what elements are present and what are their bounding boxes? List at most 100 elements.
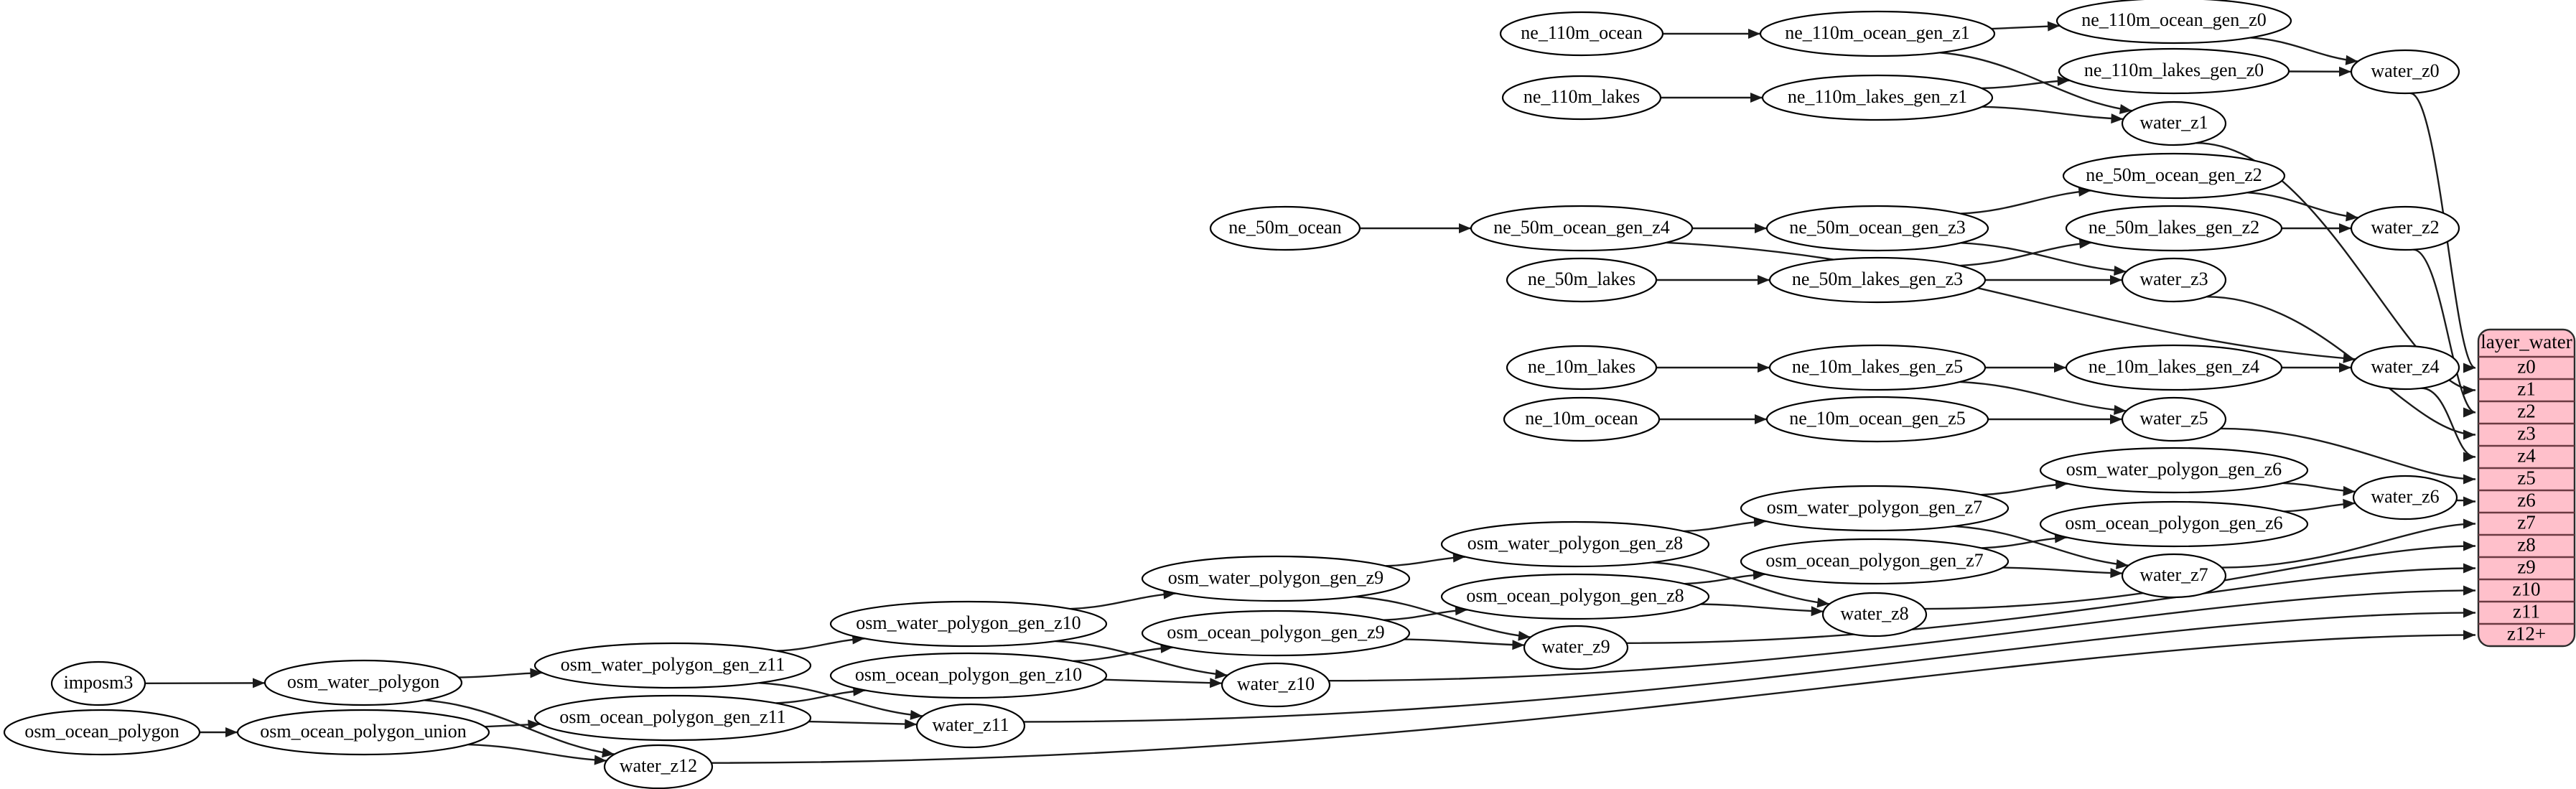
node-ne_10m_lakes[interactable]: ne_10m_lakes [1506,345,1658,391]
node-osm_ocean_polygon_union[interactable]: osm_ocean_polygon_union [236,709,490,756]
node-shape [1740,485,2010,532]
edge-osm_ocean_polygon_gen_z9-to-osm_ocean_polygon_gen_z8 [1383,605,1468,621]
node-ne_110m_lakes_gen_z1[interactable]: ne_110m_lakes_gen_z1 [1761,74,1994,121]
node-water_z1[interactable]: water_z1 [2121,101,2227,146]
edge-osm_ocean_polygon-to-osm_ocean_polygon_union [200,727,238,737]
node-shape [2121,553,2227,599]
node-ne_50m_ocean_gen_z4[interactable]: ne_50m_ocean_gen_z4 [1470,205,1694,252]
edge-arrowhead [2054,363,2066,373]
node-water_z8[interactable]: water_z8 [1821,592,1928,638]
edge-water_z6-to-layer_water-z6 [2456,496,2476,507]
node-osm_water_polygon[interactable]: osm_water_polygon [263,659,463,706]
node-water_z5[interactable]: water_z5 [2121,396,2227,442]
edge-path [1980,482,2068,496]
node-osm_ocean_polygon_gen_z8[interactable]: osm_ocean_polygon_gen_z8 [1440,573,1710,620]
node-shape [2065,344,2283,391]
record-node-layer-water[interactable]: layer_waterz0z1z2z3z4z5z6z7z8z9z10z11z12… [2477,328,2576,648]
node-osm_ocean_polygon_gen_z11[interactable]: osm_ocean_polygon_gen_z11 [533,694,812,742]
record-row-z3[interactable]: z3 [2517,423,2535,444]
record-row-z7[interactable]: z7 [2517,512,2535,533]
node-label: osm_ocean_polygon [24,721,179,742]
edge-arrowhead [2343,353,2356,363]
node-ne_50m_lakes[interactable]: ne_50m_lakes [1506,257,1658,303]
node-osm_water_polygon_gen_z7[interactable]: osm_water_polygon_gen_z7 [1740,485,2010,532]
node-osm_water_polygon_gen_z9[interactable]: osm_water_polygon_gen_z9 [1141,555,1411,602]
node-imposm3[interactable]: imposm3 [50,660,146,706]
node-water_z10[interactable]: water_z10 [1221,662,1331,708]
node-osm_water_polygon_gen_z6[interactable]: osm_water_polygon_gen_z6 [2039,447,2309,494]
node-water_z4[interactable]: water_z4 [2350,345,2460,391]
node-label: water_z4 [2371,356,2439,377]
node-label: osm_water_polygon_gen_z7 [1767,497,1982,518]
node-shape [1499,11,1664,57]
edge-arrowhead [1755,414,1767,424]
node-shape [915,703,1026,749]
node-ne_10m_lakes_gen_z5[interactable]: ne_10m_lakes_gen_z5 [1768,344,1987,391]
node-osm_ocean_polygon_gen_z6[interactable]: osm_ocean_polygon_gen_z6 [2039,500,2309,548]
node-water_z7[interactable]: water_z7 [2121,553,2227,599]
edge-ne_10m_ocean_gen_z5-to-water_z5 [1988,414,2122,424]
node-ne_110m_ocean_gen_z0[interactable]: ne_110m_ocean_gen_z0 [2055,0,2292,45]
edge-water_z11-to-layer_water-z11 [1023,607,2476,723]
edge-osm_ocean_polygon_gen_z9-to-water_z9 [1404,638,1525,650]
node-water_z11[interactable]: water_z11 [915,703,1026,749]
node-ne_50m_lakes_gen_z2[interactable]: ne_50m_lakes_gen_z2 [2065,205,2283,252]
record-row-z12plus[interactable]: z12+ [2507,623,2546,645]
node-water_z0[interactable]: water_z0 [2350,49,2460,95]
node-ne_10m_ocean[interactable]: ne_10m_ocean [1503,396,1661,442]
edge-arrowhead [528,719,541,730]
node-osm_ocean_polygon_gen_z9[interactable]: osm_ocean_polygon_gen_z9 [1141,610,1411,657]
node-shape [2350,345,2460,391]
node-osm_ocean_polygon[interactable]: osm_ocean_polygon [3,709,201,756]
node-water_z3[interactable]: water_z3 [2121,257,2227,303]
edge-arrowhead [910,709,923,720]
node-ne_50m_ocean[interactable]: ne_50m_ocean [1209,205,1361,251]
node-osm_water_polygon_gen_z10[interactable]: osm_water_polygon_gen_z10 [829,600,1108,648]
edge-path [424,699,615,755]
node-ne_50m_ocean_gen_z2[interactable]: ne_50m_ocean_gen_z2 [2062,152,2286,200]
node-ne_50m_ocean_gen_z3[interactable]: ne_50m_ocean_gen_z3 [1765,205,1989,252]
node-ne_110m_lakes[interactable]: ne_110m_lakes [1501,75,1662,121]
node-water_z12[interactable]: water_z12 [603,744,714,789]
edge-osm_ocean_polygon_union-to-water_z12 [468,743,607,765]
node-osm_ocean_polygon_gen_z10[interactable]: osm_ocean_polygon_gen_z10 [829,652,1108,699]
record-row-z11[interactable]: z11 [2513,601,2540,622]
node-ne_110m_ocean[interactable]: ne_110m_ocean [1499,11,1664,57]
record-row-z10[interactable]: z10 [2513,579,2541,600]
edge-arrowhead [2463,518,2475,529]
node-osm_ocean_polygon_gen_z7[interactable]: osm_ocean_polygon_gen_z7 [1740,538,2010,585]
node-label: water_z7 [2139,564,2208,585]
edge-osm_water_polygon_gen_z11-to-osm_water_polygon_gen_z10 [776,634,865,652]
node-ne_10m_lakes_gen_z4[interactable]: ne_10m_lakes_gen_z4 [2065,344,2283,391]
record-row-z9[interactable]: z9 [2517,556,2535,578]
node-label: water_z10 [1237,673,1315,694]
node-label: osm_water_polygon_gen_z11 [561,654,785,675]
node-ne_110m_lakes_gen_z0[interactable]: ne_110m_lakes_gen_z0 [2058,47,2290,95]
edge-ne_50m_ocean_gen_z2-to-water_z2 [2247,191,2358,222]
node-osm_water_polygon_gen_z11[interactable]: osm_water_polygon_gen_z11 [533,642,812,689]
node-label: osm_ocean_polygon_gen_z10 [855,664,1082,685]
node-ne_110m_ocean_gen_z1[interactable]: ne_110m_ocean_gen_z1 [1759,10,1996,57]
edge-path [459,671,543,678]
record-row-z2[interactable]: z2 [2517,401,2535,422]
record-row-z8[interactable]: z8 [2517,534,2535,556]
node-label: ne_50m_ocean_gen_z2 [2086,164,2262,185]
node-water_z6[interactable]: water_z6 [2352,475,2458,520]
edge-ne_10m_lakes-to-ne_10m_lakes_gen_z5 [1656,363,1770,373]
edge-path [1960,190,2091,215]
node-ne_10m_ocean_gen_z5[interactable]: ne_10m_ocean_gen_z5 [1765,396,1989,443]
node-water_z9[interactable]: water_z9 [1523,625,1629,671]
edge-arrowhead [1215,669,1228,680]
record-row-z0[interactable]: z0 [2517,356,2535,378]
edge-path [1626,567,2476,644]
node-water_z2[interactable]: water_z2 [2350,205,2460,251]
node-ne_50m_lakes_gen_z3[interactable]: ne_50m_lakes_gen_z3 [1768,256,1987,304]
edge-path [1652,561,1830,605]
record-row-z4[interactable]: z4 [2517,445,2536,467]
edge-arrowhead [2047,21,2061,32]
record-row-z6[interactable]: z6 [2517,490,2535,511]
record-row-z1[interactable]: z1 [2517,378,2535,400]
record-row-z5[interactable]: z5 [2517,467,2535,489]
edge-osm_ocean_polygon_gen_z6-to-water_z6 [2284,498,2356,513]
node-osm_water_polygon_gen_z8[interactable]: osm_water_polygon_gen_z8 [1440,520,1710,568]
